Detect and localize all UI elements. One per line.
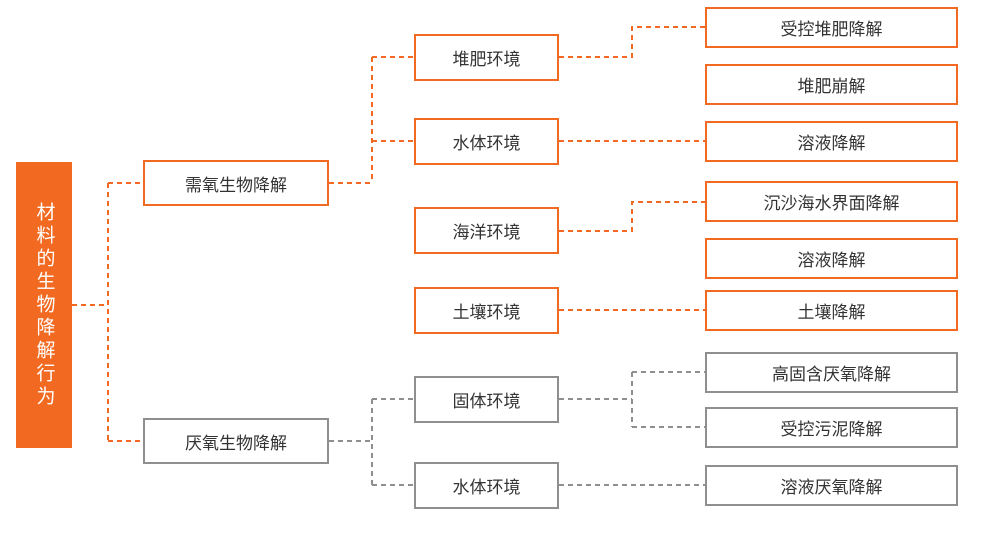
process-solution-degradation: 溶液降解: [705, 121, 958, 162]
process-controlled-compost: 受控堆肥降解: [705, 7, 958, 48]
env-compost-node: 堆肥环境: [414, 34, 559, 81]
aerobic-biodegradation-node: 需氧生物降解: [143, 160, 329, 206]
connector-compost-controlled: [559, 26, 705, 58]
process-compost-disintegration: 堆肥崩解: [705, 64, 958, 105]
connector-marine-sediment: [559, 201, 705, 232]
env-marine-node: 海洋环境: [414, 207, 559, 254]
env-water-node: 水体环境: [414, 118, 559, 165]
process-sediment-seawater-interface: 沉沙海水界面降解: [705, 181, 958, 222]
process-soil-degradation: 土壤降解: [705, 290, 958, 331]
env-soil-node: 土壤环境: [414, 287, 559, 334]
process-solution-anaerobic: 溶液厌氧降解: [705, 465, 958, 506]
process-marine-solution-degradation: 溶液降解: [705, 238, 958, 279]
env-solid-node: 固体环境: [414, 376, 559, 423]
env-anaerobic-water-node: 水体环境: [414, 462, 559, 509]
process-high-solids-anaerobic: 高固含厌氧降解: [705, 352, 958, 393]
root-node: 材料的生物降解行为: [16, 162, 72, 448]
anaerobic-biodegradation-node: 厌氧生物降解: [143, 418, 329, 464]
process-controlled-sludge: 受控污泥降解: [705, 407, 958, 448]
